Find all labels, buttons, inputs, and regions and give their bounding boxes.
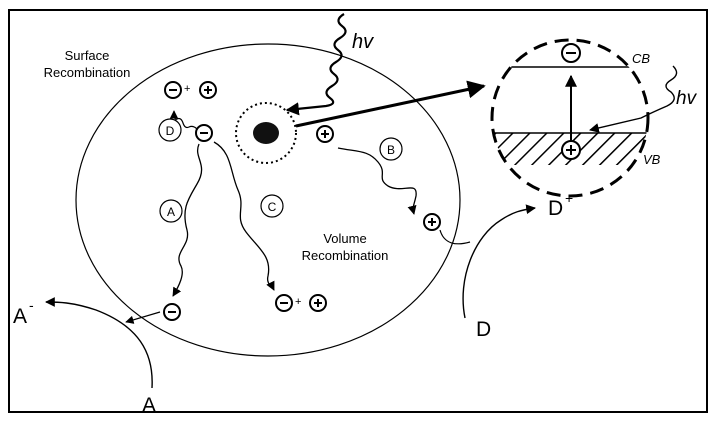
zoom-arrow	[295, 80, 486, 128]
label-d: D	[166, 124, 175, 138]
path-b-wave	[337, 147, 417, 215]
photon-wave-right	[589, 65, 678, 133]
band-diagram: CB VB hv	[490, 38, 698, 198]
surface-pair-plus: +	[184, 83, 190, 95]
surface-pair: +	[164, 81, 217, 99]
donor-arrow	[462, 204, 536, 319]
label-a: A	[167, 205, 175, 219]
volume-recombination-label-line1: Volume	[323, 231, 366, 246]
surface-recombination-label-line1: Surface	[65, 48, 110, 63]
surface-recombination-label-line2: Recombination	[44, 65, 131, 80]
zoom-circle	[490, 38, 650, 198]
excitation-site-core	[253, 122, 279, 144]
electron-surface	[163, 303, 181, 321]
label-b-badge: B	[379, 137, 403, 161]
hole-surface	[423, 213, 441, 231]
hv-right-label: hv	[676, 88, 698, 109]
hole-b	[316, 125, 334, 143]
label-a-badge: A	[159, 199, 183, 223]
label-c: C	[268, 200, 277, 214]
path-a-wave	[172, 143, 203, 297]
label-b: B	[387, 143, 395, 157]
vb-hole-symbol	[561, 140, 581, 160]
donor-charge: +	[565, 190, 573, 206]
donor-oxidized-label: D	[548, 197, 563, 220]
photon-wave-top	[285, 13, 347, 116]
vb-label: VB	[643, 152, 661, 167]
label-c-badge: C	[260, 194, 284, 218]
acceptor-charge: -	[29, 297, 34, 313]
acceptor-arrow	[45, 297, 153, 389]
volume-recombination-label-line2: Recombination	[302, 248, 389, 263]
acceptor-reduced-label: A	[13, 305, 27, 328]
cb-electron-symbol	[561, 43, 581, 63]
label-d-badge: D	[158, 118, 182, 142]
volume-pair-plus: +	[295, 296, 301, 308]
path-d-wave	[169, 110, 198, 130]
electron-d	[195, 124, 213, 142]
acceptor-label: A	[142, 394, 156, 417]
hole-transfer-line	[439, 229, 471, 245]
semiconductor-particle	[75, 43, 461, 357]
donor-label: D	[476, 318, 491, 341]
path-c-wave	[213, 141, 275, 291]
excitation-site-halo	[235, 102, 297, 164]
electron-transfer-arrow	[125, 311, 161, 324]
outer-frame	[8, 9, 708, 413]
volume-pair: +	[275, 294, 327, 312]
hv-top-label: hv	[352, 31, 374, 53]
cb-label: CB	[632, 51, 650, 66]
